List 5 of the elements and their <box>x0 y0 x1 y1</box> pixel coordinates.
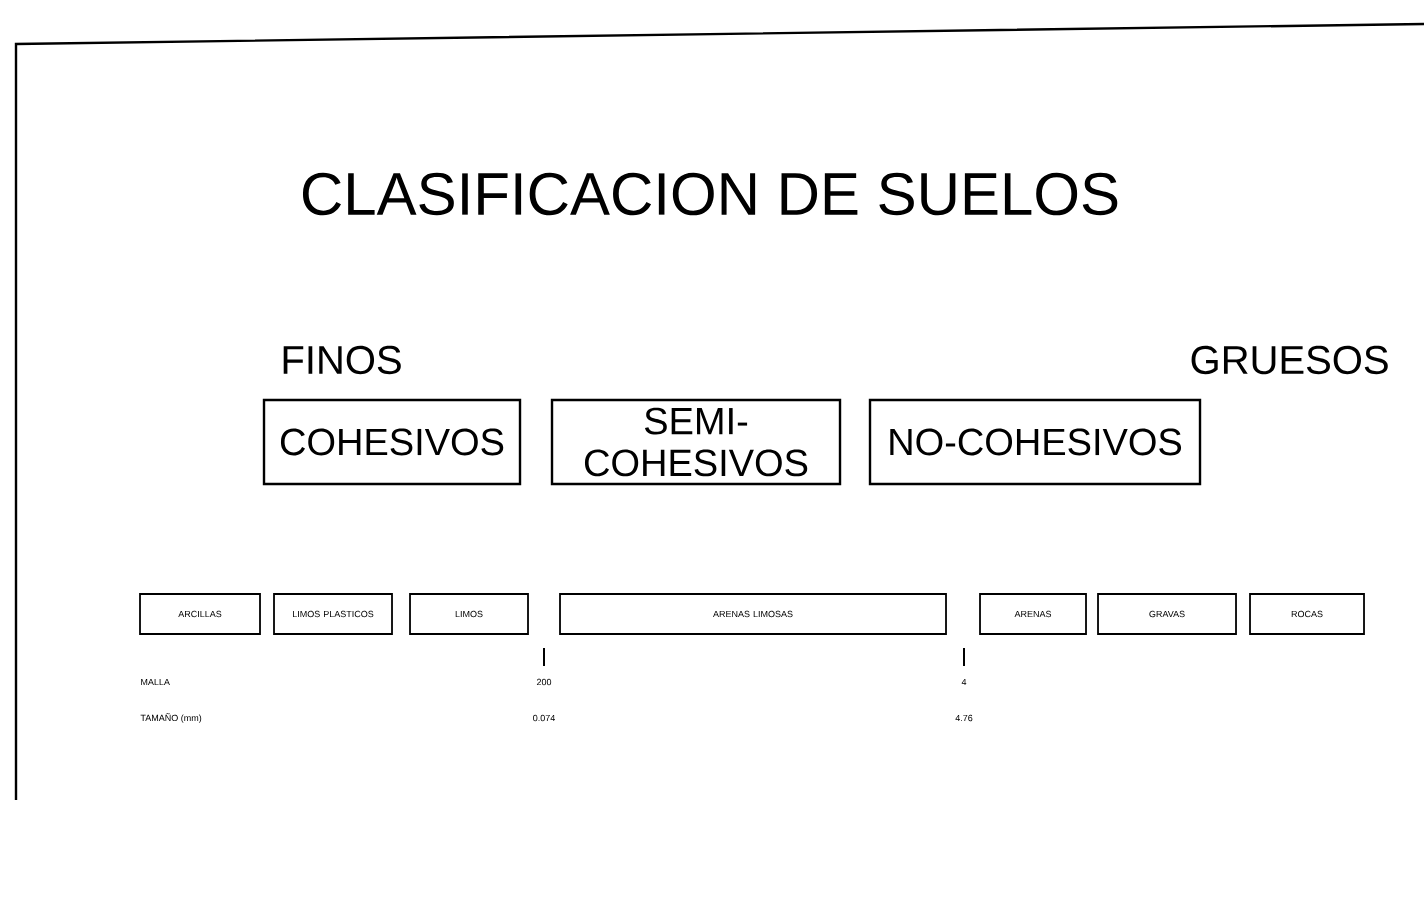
category-box: COHESIVOS <box>262 398 522 486</box>
category-box: SEMI-COHESIVOS <box>550 398 842 486</box>
title: CLASIFICACION DE SUELOS <box>302 172 1118 216</box>
category-box: NO-COHESIVOS <box>868 398 1202 486</box>
group-heading: GRUESOS <box>1191 345 1388 375</box>
